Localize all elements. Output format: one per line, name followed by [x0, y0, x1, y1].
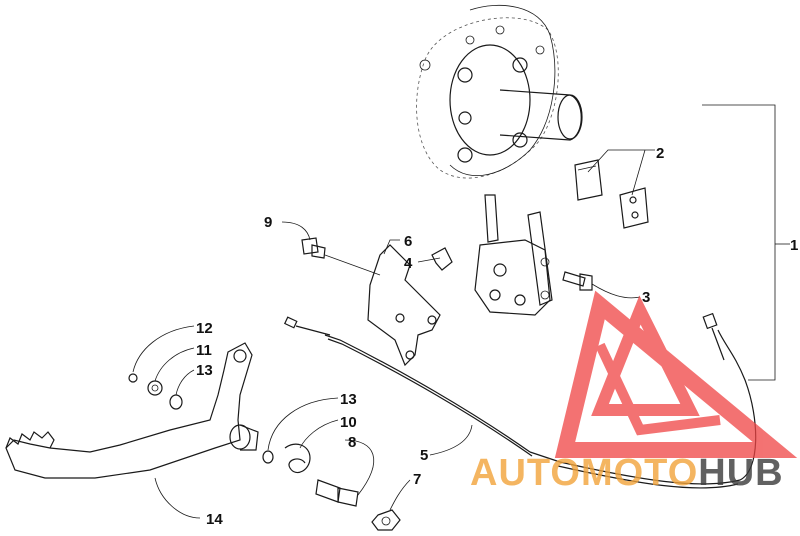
watermark-automoto: AUTOMOTO [470, 452, 698, 494]
pivot-hardware-center [262, 443, 401, 531]
automotohub-logo-mark [554, 290, 798, 458]
bracket [367, 244, 441, 367]
watermark-hub: HUB [698, 452, 783, 494]
label-6: 6 [404, 233, 412, 250]
clip [431, 247, 453, 271]
leader-lines [132, 104, 790, 519]
label-13-left: 13 [196, 362, 213, 379]
label-1: 1 [790, 237, 798, 254]
label-5: 5 [420, 447, 428, 464]
caliper-bolt [562, 271, 593, 291]
brake-caliper [474, 194, 553, 316]
brake-pads [574, 159, 649, 229]
label-9: 9 [264, 214, 272, 231]
label-2: 2 [656, 145, 664, 162]
watermark-text: AUTOMOTOHUB [470, 452, 784, 494]
label-10: 10 [340, 414, 357, 431]
part-labels: 1 2 3 4 5 6 7 8 9 10 11 12 13 13 14 [196, 145, 798, 528]
label-11: 11 [196, 342, 212, 359]
brake-cable [283, 312, 757, 489]
brake-pedal [5, 342, 259, 479]
label-13-center: 13 [340, 391, 357, 408]
label-4: 4 [404, 255, 413, 272]
label-8: 8 [348, 434, 356, 451]
label-3: 3 [642, 289, 650, 306]
label-14: 14 [206, 511, 223, 528]
brake-disc [416, 4, 583, 179]
mount-bolt [301, 237, 326, 259]
label-12: 12 [196, 320, 213, 337]
label-7: 7 [413, 471, 421, 488]
